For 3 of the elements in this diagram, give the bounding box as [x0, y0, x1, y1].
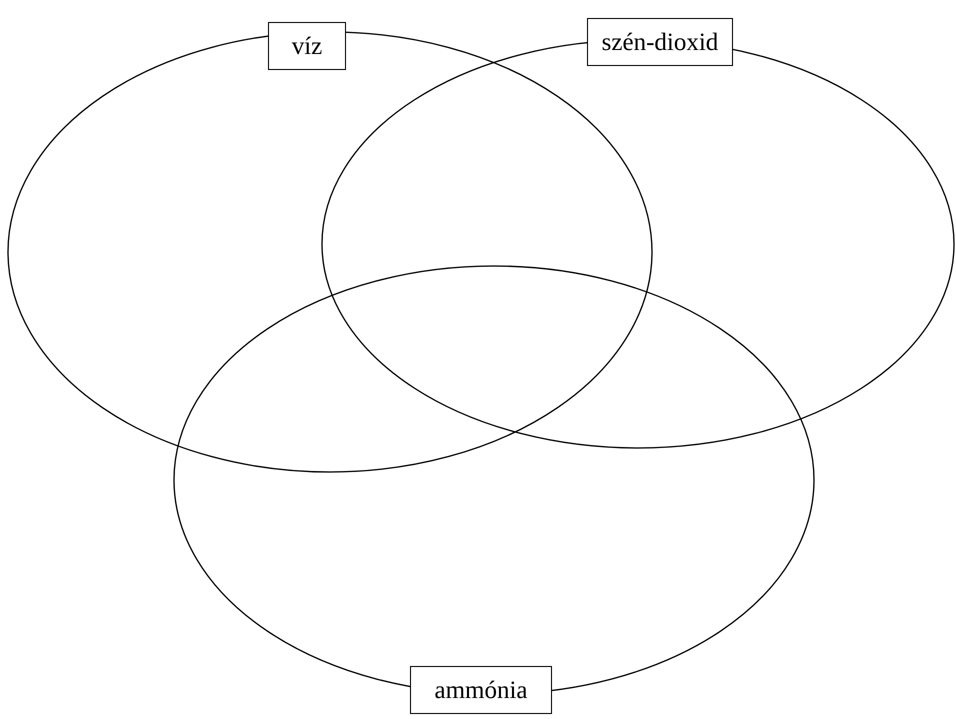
set-label: víz — [268, 22, 346, 70]
set-label: szén-dioxid — [587, 18, 733, 66]
set-label: ammónia — [410, 666, 552, 714]
